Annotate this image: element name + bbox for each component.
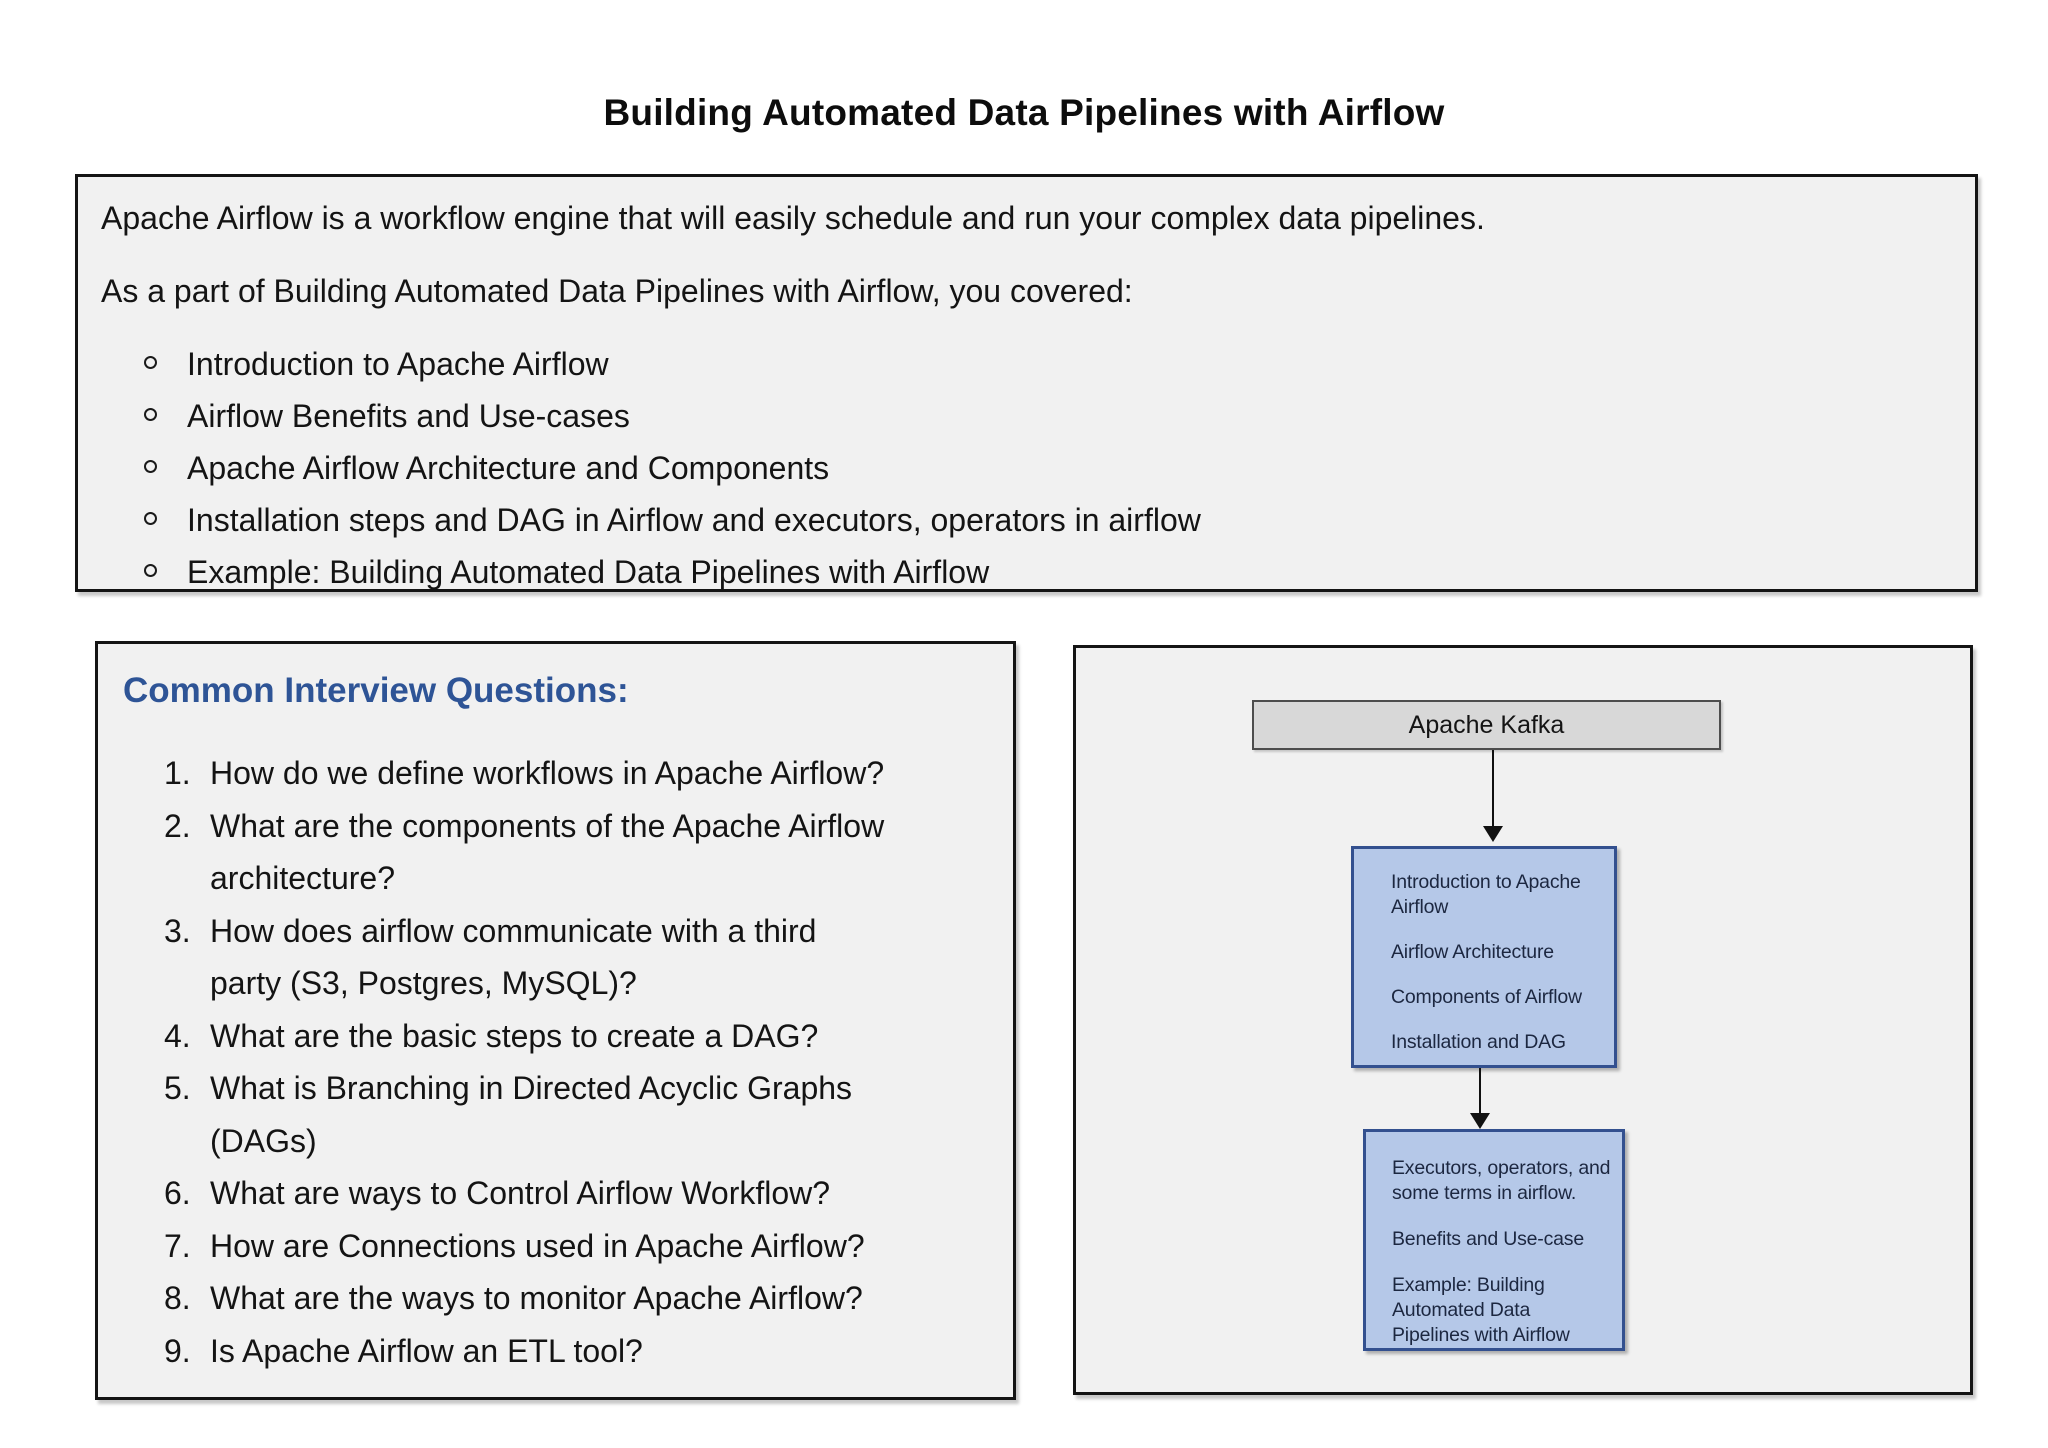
topic-item: Airflow Benefits and Use-cases <box>101 390 1945 442</box>
questions-panel: Common Interview Questions: How do we de… <box>95 641 1016 1400</box>
arrow-head <box>1470 1113 1490 1129</box>
circle-bullet-icon <box>144 512 157 525</box>
question-item: Is Apache Airflow an ETL tool? <box>164 1325 643 1377</box>
question-item: How are Connections used in Apache Airfl… <box>164 1220 865 1272</box>
question-item: What is Branching in Directed Acyclic Gr… <box>164 1062 853 1159</box>
arrow-line <box>1479 1068 1481 1113</box>
diagram-node-1: Introduction to Apache Airflow Airflow A… <box>1351 846 1617 1068</box>
topic-item-text: Introduction to Apache Airflow <box>187 346 609 382</box>
diagram-node-1-item: Installation and DAG <box>1391 1031 1566 1053</box>
topic-item: Apache Airflow Architecture and Componen… <box>101 442 1945 494</box>
topic-item-text: Example: Building Automated Data Pipelin… <box>187 554 990 590</box>
question-item: How do we define workflows in Apache Air… <box>164 747 885 799</box>
question-item: What are the ways to monitor Apache Airf… <box>164 1272 863 1324</box>
circle-bullet-icon <box>144 356 157 369</box>
page-title: Building Automated Data Pipelines with A… <box>603 92 1445 133</box>
diagram-node-2: Executors, operators, and some terms in … <box>1363 1129 1625 1351</box>
arrow-line <box>1492 750 1494 826</box>
intro-panel: Apache Airflow is a workflow engine that… <box>75 174 1978 592</box>
topic-item-text: Apache Airflow Architecture and Componen… <box>187 450 830 486</box>
circle-bullet-icon <box>144 564 157 577</box>
diagram-node-2-item: Executors, operators, and some terms in … <box>1392 1157 1611 1204</box>
arrow-head <box>1483 826 1503 842</box>
diagram-root-label: Apache Kafka <box>1408 710 1565 739</box>
questions-list: How do we define workflows in Apache Air… <box>98 747 1013 1377</box>
topic-item: Example: Building Automated Data Pipelin… <box>101 546 1945 598</box>
diagram-node-2-item: Example: Building Automated Data Pipelin… <box>1392 1274 1570 1346</box>
question-item: What are ways to Control Airflow Workflo… <box>164 1167 831 1219</box>
intro-paragraph-2: As a part of Building Automated Data Pip… <box>101 273 1133 309</box>
diagram-node-1-item: Airflow Architecture <box>1391 941 1554 963</box>
diagram-node-2-item: Benefits and Use-case <box>1392 1228 1584 1250</box>
diagram-panel: Apache Kafka Introduction to Apache Airf… <box>1073 645 1973 1395</box>
circle-bullet-icon <box>144 408 157 421</box>
covered-topics-list: Introduction to Apache Airflow Airflow B… <box>101 338 1945 598</box>
question-item: What are the basic steps to create a DAG… <box>164 1010 819 1062</box>
diagram-node-1-item: Components of Airflow <box>1391 986 1582 1008</box>
intro-paragraph-1: Apache Airflow is a workflow engine that… <box>101 200 1485 236</box>
topic-item-text: Airflow Benefits and Use-cases <box>187 398 630 434</box>
topic-item-text: Installation steps and DAG in Airflow an… <box>187 502 1201 538</box>
question-item: What are the components of the Apache Ai… <box>164 800 885 897</box>
questions-heading: Common Interview Questions: <box>123 671 629 710</box>
diagram-node-1-item: Introduction to Apache Airflow <box>1391 871 1581 918</box>
topic-item: Introduction to Apache Airflow <box>101 338 1945 390</box>
circle-bullet-icon <box>144 460 157 473</box>
topic-item: Installation steps and DAG in Airflow an… <box>101 494 1945 546</box>
question-item: How does airflow communicate with a thir… <box>164 905 817 1002</box>
diagram-root-node: Apache Kafka <box>1252 700 1721 750</box>
